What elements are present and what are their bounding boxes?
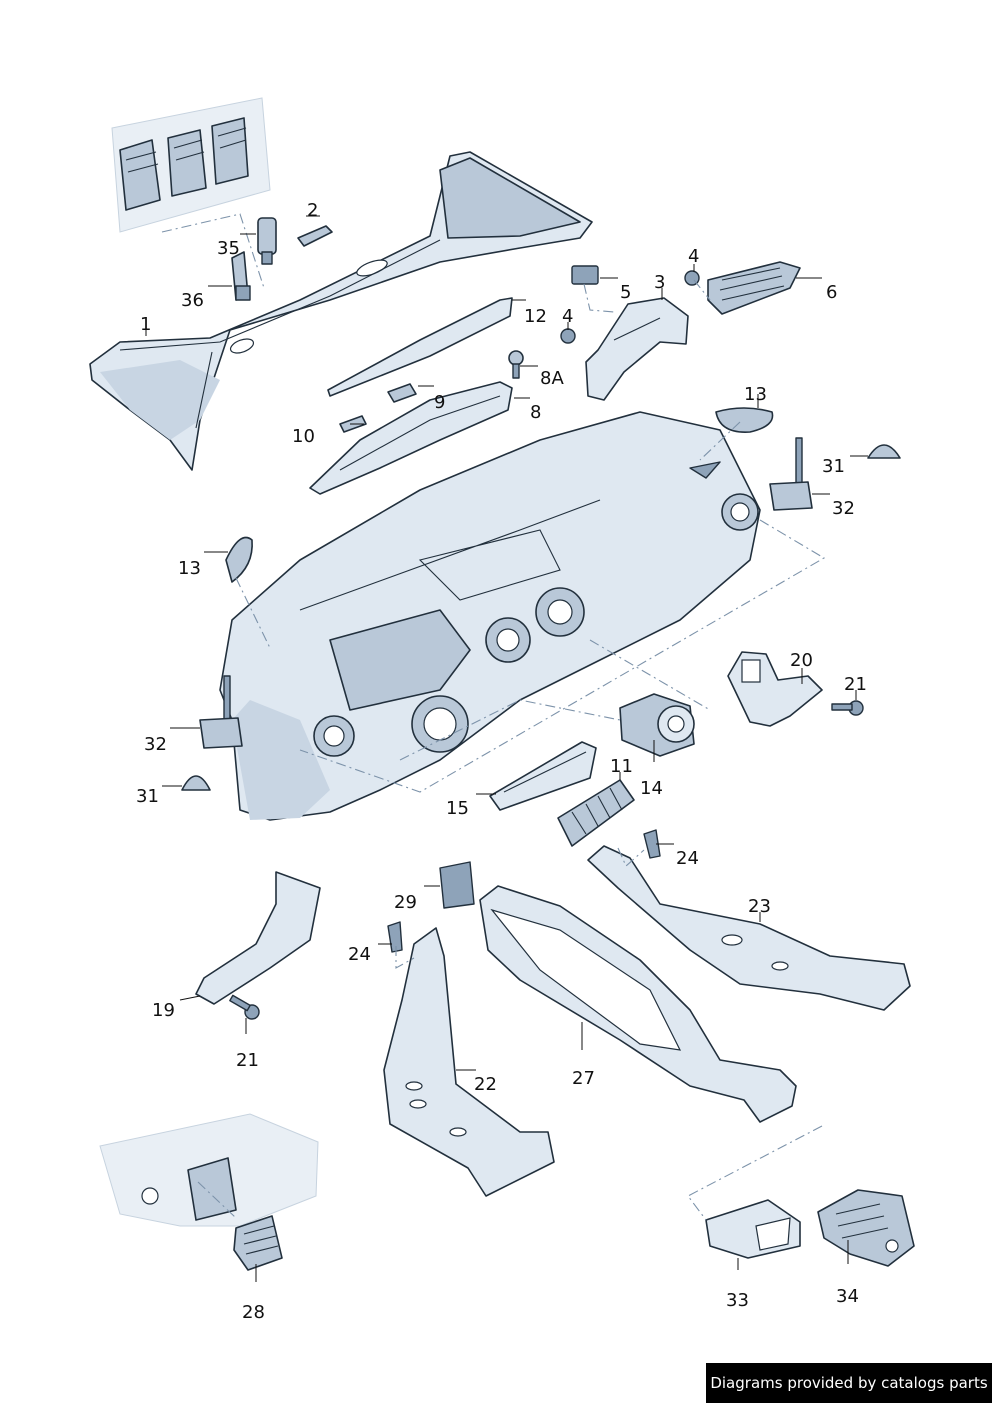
callout-21-left: 21 [236,1050,259,1071]
callout-20: 20 [790,650,813,671]
part-3-duct-bracket [585,297,689,401]
callout-10: 10 [292,426,315,447]
part-19-duct-left [195,871,321,1005]
callout-9: 9 [434,392,445,413]
part-31-grommet-left [181,775,211,791]
callout-12: 12 [524,306,547,327]
part-32-sensor-left [199,675,243,749]
callout-1: 1 [140,314,151,335]
callout-13-left: 13 [178,558,201,579]
part-13-speaker-grille-left [225,536,253,583]
part-15-storage-tray [489,741,597,811]
callout-6: 6 [826,282,837,303]
reference-lines [161,213,826,1221]
part-8a-screw [508,350,524,379]
part-34-vent-unit [817,1189,915,1267]
part-21-screw-right [831,700,864,716]
callout-11: 11 [610,756,633,777]
part-12-trim-strip [327,297,513,397]
part-23-right-duct [587,845,911,1011]
callout-35: 35 [217,238,240,259]
part-11-grille [557,779,635,847]
callout-29: 29 [394,892,417,913]
callout-21-right: 21 [844,674,867,695]
part-14-center-vent [619,693,695,757]
part-8-trim-panel [309,381,513,495]
callout-5: 5 [620,282,631,303]
part-5-connector [571,265,599,285]
part-36-bracket [231,251,251,301]
part-24-clip-left [387,921,403,953]
leader-lines [145,215,868,1282]
callout-32-right: 32 [832,498,855,519]
part-4-nut-a [560,328,576,344]
part-6-grille [707,261,801,315]
callout-8a: 8A [540,368,564,389]
part-31-grommet-right [867,444,901,459]
footer-credit-banner: Diagrams provided by catalogs parts [706,1363,992,1403]
callout-3: 3 [654,272,665,293]
callout-24-left: 24 [348,944,371,965]
callout-8: 8 [530,402,541,423]
part-21-screw-left [229,994,260,1020]
part-24-clip-right [643,829,661,859]
part-35-sensor [257,217,277,265]
part-2-clip [297,225,333,247]
part-29-block [439,861,475,909]
part-22-rear-duct [383,927,555,1197]
part-20-duct [727,651,823,727]
part-9-clip [387,383,417,403]
callout-15: 15 [446,798,469,819]
part-28-inset-area [99,1113,319,1271]
callout-4-a: 4 [562,306,573,327]
callout-23: 23 [748,896,771,917]
callout-36: 36 [181,290,204,311]
part-33-duct-end [705,1199,801,1259]
inset-vent-area [111,97,271,233]
part-32-sensor-right [769,437,813,511]
callout-22: 22 [474,1074,497,1095]
callout-27: 27 [572,1068,595,1089]
callout-31-left: 31 [136,786,159,807]
callout-14: 14 [640,778,663,799]
callout-2: 2 [307,200,318,221]
part-27-floor-duct [479,885,797,1123]
callout-33: 33 [726,1290,749,1311]
callout-24-right: 24 [676,848,699,869]
callout-19: 19 [152,1000,175,1021]
callout-34: 34 [836,1286,859,1307]
part-1-cowl-panel [89,151,593,471]
dashboard-main [219,411,761,821]
callout-4-b: 4 [688,246,699,267]
callout-32-left: 32 [144,734,167,755]
part-13-speaker-grille-right [715,407,774,433]
callout-labels: 1 2 35 36 12 8A 9 8 10 4 5 3 4 6 13 31 3… [136,200,867,1323]
callout-28: 28 [242,1302,265,1323]
callout-13-right: 13 [744,384,767,405]
callout-31-right: 31 [822,456,845,477]
